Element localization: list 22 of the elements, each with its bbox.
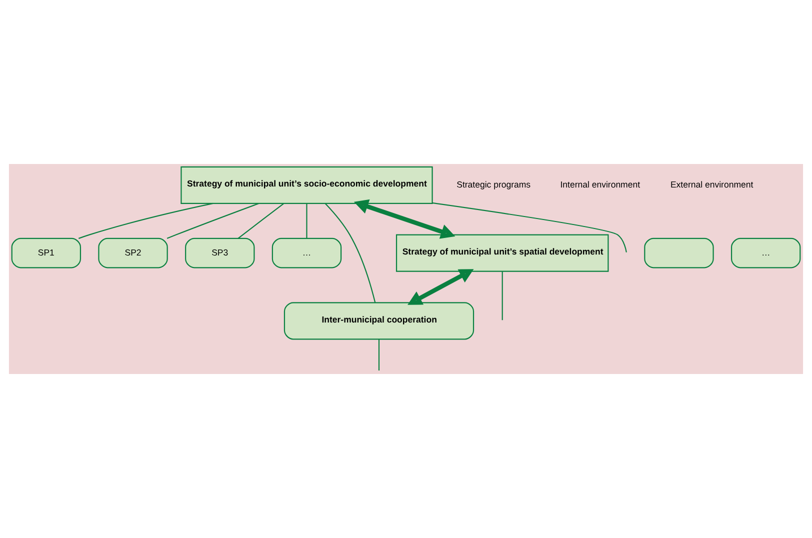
node-box: … <box>730 238 801 268</box>
connector <box>306 204 308 238</box>
connector <box>324 203 376 303</box>
node-box: Inter-municipal cooperation <box>284 302 474 340</box>
node-box: Strategy of municipal unit’s spatial development <box>396 234 609 272</box>
node-box: SP1 <box>11 238 82 268</box>
connector <box>432 202 627 252</box>
connector <box>238 203 284 239</box>
connector <box>378 339 380 370</box>
connector <box>502 272 503 320</box>
label: Internal environment <box>560 179 640 190</box>
node-box: SP3 <box>185 238 255 268</box>
label: External environment <box>670 179 754 190</box>
arrow <box>408 269 474 305</box>
node-box: … <box>272 238 342 268</box>
node-box <box>644 238 714 268</box>
label: Strategic programs <box>456 179 531 190</box>
node-box: Strategy of municipal unit’s socio-economic development <box>180 166 433 204</box>
connector <box>78 202 214 239</box>
arrow <box>354 199 456 239</box>
connector <box>166 202 260 239</box>
node-box: SP2 <box>98 238 168 268</box>
